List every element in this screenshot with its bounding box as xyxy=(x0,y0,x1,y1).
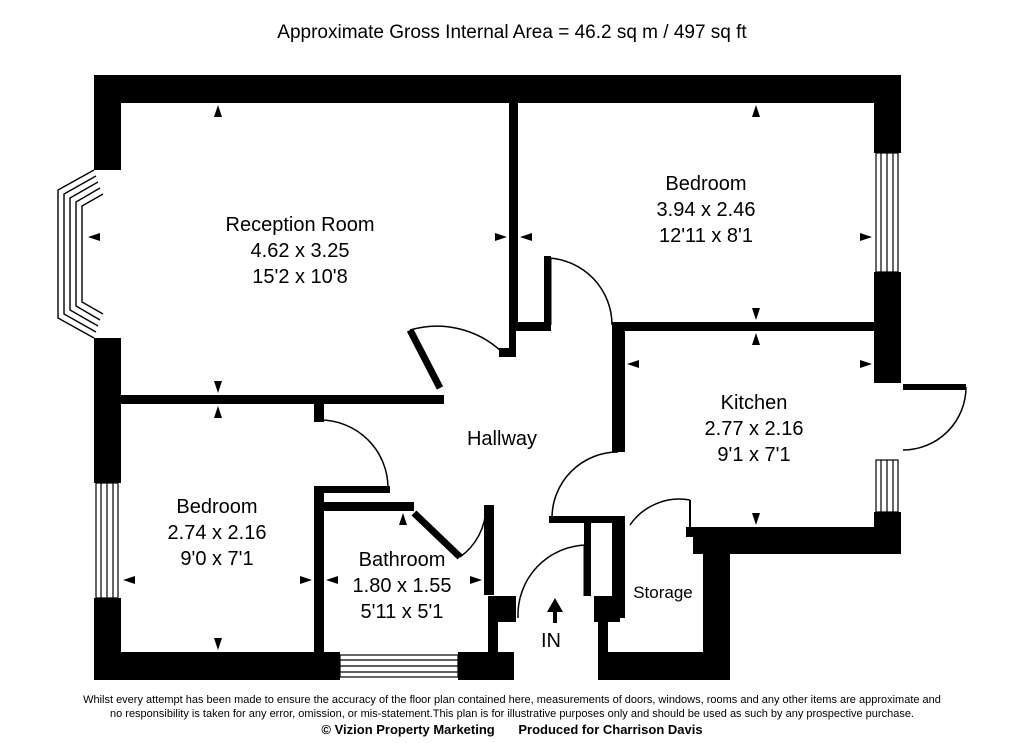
room-metric: 2.74 x 2.16 xyxy=(167,522,267,544)
room-name: Bedroom xyxy=(176,496,258,518)
gross-area-heading: Approximate Gross Internal Area = 46.2 s… xyxy=(277,22,747,43)
room-metric: 2.77 x 2.16 xyxy=(704,418,804,440)
exterior-walls xyxy=(94,75,901,680)
copyright-text: © Vizion Property Marketing xyxy=(321,722,495,737)
room-metric: 4.62 x 3.25 xyxy=(250,240,350,262)
produced-for-text: Produced for Charrison Davis xyxy=(518,722,703,737)
room-label-reception: Reception Room 4.62 x 3.25 15'2 x 10'8 xyxy=(180,212,420,290)
disclaimer-line-2: no responsibility is taken for any error… xyxy=(109,708,914,720)
room-name: Bedroom xyxy=(665,173,747,195)
room-name: Bathroom xyxy=(358,549,446,571)
room-imperial: 12'11 x 8'1 xyxy=(658,225,753,247)
disclaimer: Whilst every attempt has been made to en… xyxy=(0,693,1024,721)
room-name: Reception Room xyxy=(225,214,375,236)
bay-window xyxy=(57,169,104,339)
dimension-arrows xyxy=(88,105,872,650)
doors xyxy=(319,257,967,619)
entrance-label: IN xyxy=(541,630,561,652)
room-imperial: 9'0 x 7'1 xyxy=(180,548,254,570)
room-label-storage: Storage xyxy=(633,583,693,602)
room-label-bedroom-1: Bedroom 3.94 x 2.46 12'11 x 8'1 xyxy=(596,171,816,249)
room-imperial: 15'2 x 10'8 xyxy=(252,266,348,288)
interior-walls xyxy=(118,100,901,656)
room-imperial: 9'1 x 7'1 xyxy=(717,444,791,466)
room-name: Kitchen xyxy=(720,392,788,414)
room-imperial: 5'11 x 5'1 xyxy=(360,601,444,623)
room-metric: 3.94 x 2.46 xyxy=(656,199,756,221)
room-label-hallway: Hallway xyxy=(466,428,538,450)
windows xyxy=(95,152,899,678)
room-label-bedroom-2: Bedroom 2.74 x 2.16 9'0 x 7'1 xyxy=(120,494,314,572)
disclaimer-line-1: Whilst every attempt has been made to en… xyxy=(83,694,941,706)
credits: © Vizion Property Marketing Produced for… xyxy=(0,722,1024,737)
room-label-bathroom: Bathroom 1.80 x 1.55 5'11 x 5'1 xyxy=(322,547,482,625)
room-label-kitchen: Kitchen 2.77 x 2.16 9'1 x 7'1 xyxy=(654,390,854,468)
room-metric: 1.80 x 1.55 xyxy=(352,575,452,597)
